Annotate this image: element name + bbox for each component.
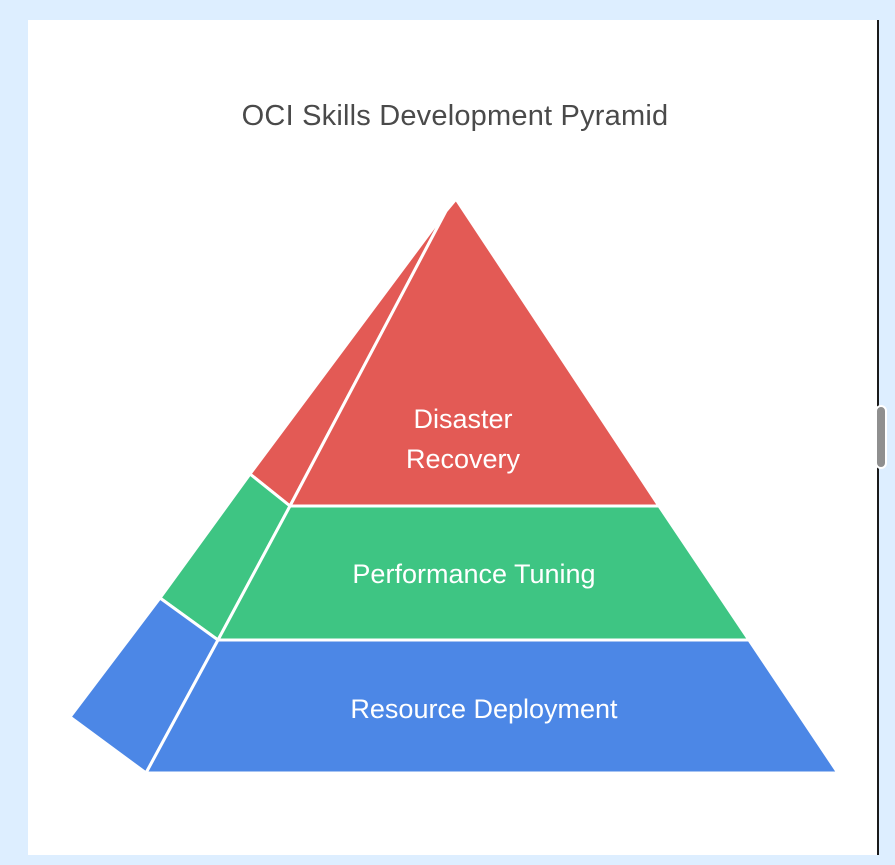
pyramid-level-2-label: Performance Tuning [352, 559, 595, 589]
scrollbar-thumb[interactable] [875, 405, 887, 469]
pyramid-level-1-label-line-2: Recovery [406, 444, 521, 474]
pyramid-level-3-front [144, 638, 840, 775]
diagram-title: OCI Skills Development Pyramid [241, 100, 669, 132]
pyramid-level-1-label-line-1: Disaster [413, 404, 512, 434]
pyramid-level-3-label: Resource Deployment [350, 694, 618, 724]
